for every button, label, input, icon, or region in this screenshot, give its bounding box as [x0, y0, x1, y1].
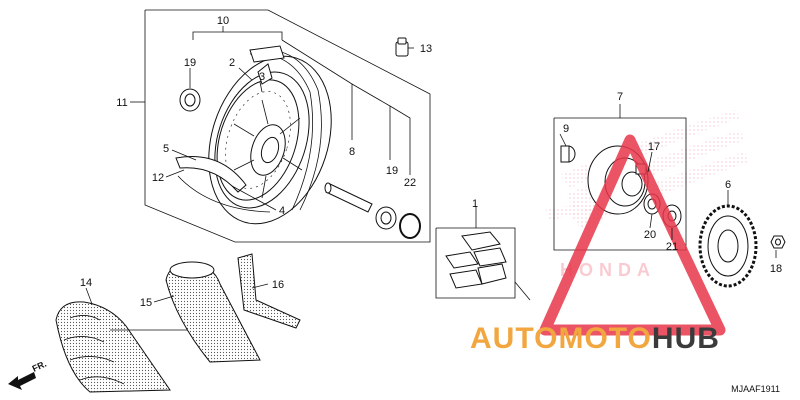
- callout-11: 11: [116, 97, 127, 109]
- callout-6: 6: [725, 179, 731, 191]
- balance-weight-part: [249, 45, 285, 63]
- rim-band-part: [175, 156, 247, 193]
- callout-22: 22: [404, 177, 416, 189]
- callout-14: 14: [80, 277, 92, 289]
- rim-tape-part: [237, 253, 301, 329]
- watermark-moto: MOTO: [558, 322, 651, 355]
- callout-21: 21: [666, 241, 678, 253]
- callout-17: 17: [648, 141, 660, 153]
- callout-2: 2: [229, 57, 235, 69]
- inner-tube-part: [165, 261, 261, 363]
- callout-8: 8: [349, 146, 355, 158]
- bearing-right-part: [375, 206, 397, 230]
- diagram-code: MJAAF1911: [731, 384, 780, 394]
- callout-15: 15: [140, 297, 152, 309]
- flange-collar-part: [560, 145, 576, 163]
- callout-20: 20: [644, 229, 656, 241]
- automotohub-watermark: AUTOMOTOHUB: [470, 322, 720, 355]
- callout-19-left: 19: [184, 57, 196, 69]
- sprocket-part: [698, 204, 758, 288]
- watermark-hub: HUB: [652, 322, 720, 355]
- valve-part: [395, 37, 409, 57]
- frame-damper: [435, 227, 516, 299]
- honda-brand-watermark: HONDA: [560, 260, 656, 280]
- callout-19-right: 19: [386, 165, 398, 177]
- leader-lines: [85, 47, 777, 305]
- front-arrow-icon: [8, 372, 36, 390]
- collar-part: [324, 182, 373, 213]
- callout-1: 1: [472, 198, 478, 210]
- callout-13: 13: [420, 43, 432, 55]
- o-ring-part: [399, 213, 421, 239]
- rear-wheel-part: [208, 49, 332, 225]
- nut-part: [770, 235, 786, 249]
- callout-16: 16: [272, 279, 284, 291]
- svg-text:AUTOMOTOHUB: AUTOMOTOHUB: [470, 322, 720, 355]
- callout-5: 5: [163, 143, 169, 155]
- watermark-triangle: [539, 134, 726, 336]
- callout-7: 7: [617, 91, 623, 103]
- callout-18: 18: [770, 263, 782, 275]
- bearing-left-part: [179, 88, 201, 112]
- callout-9: 9: [563, 123, 569, 135]
- front-label: FR.: [31, 359, 48, 374]
- tire-part: [55, 301, 200, 393]
- callout-3: 3: [259, 71, 265, 83]
- callout-4: 4: [279, 205, 285, 217]
- frame-wheel-assembly: [144, 9, 431, 243]
- front-direction-indicator: FR.: [8, 359, 48, 390]
- damper-rubber-part: [445, 231, 507, 289]
- watermark-auto: AUTO: [470, 322, 558, 355]
- callout-10: 10: [217, 15, 229, 27]
- callout-numbers: 1 2 3 4 5 6 7 8 9 10 11 12 13 14 15 16 1…: [80, 15, 782, 309]
- callout-12: 12: [152, 172, 164, 184]
